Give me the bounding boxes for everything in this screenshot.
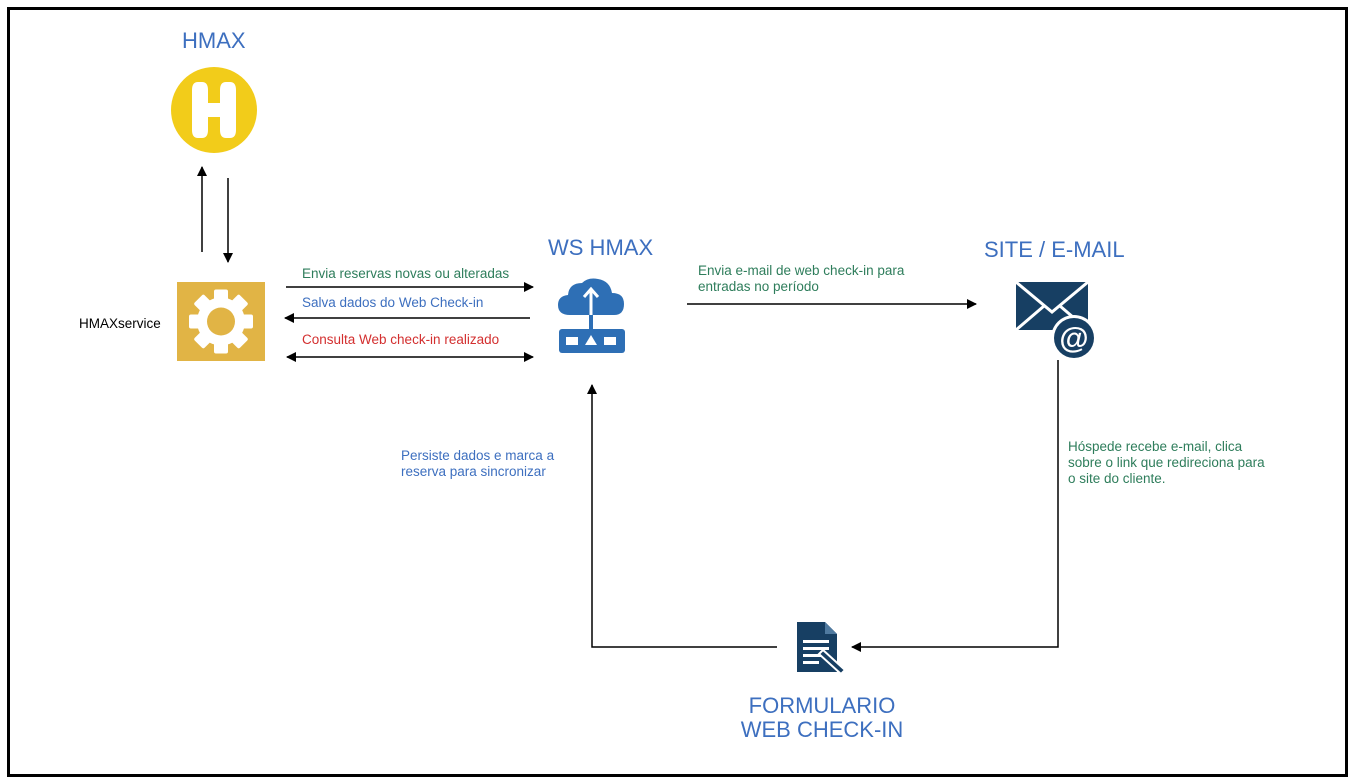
edge-label-envia-email: Envia e-mail de web check-in para entrad… bbox=[698, 263, 904, 295]
edge-label-salva-dados: Salva dados do Web Check-in bbox=[302, 295, 484, 310]
formulario-title-line2: WEB CHECK-IN bbox=[740, 717, 904, 742]
ws-hmax-title: WS HMAX bbox=[548, 235, 654, 260]
edge-label-persiste: Persiste dados e marca a reserva para si… bbox=[401, 448, 554, 480]
hmaxservice-label: HMAXservice bbox=[79, 316, 161, 331]
edge-label-consulta-web: Consulta Web check-in realizado bbox=[302, 332, 500, 347]
edge-label-hospede: Hóspede recebe e-mail, clica sobre o lin… bbox=[1068, 439, 1265, 487]
hmax-title: HMAX bbox=[182, 28, 246, 53]
email-at-icon: @ bbox=[1016, 282, 1097, 360]
edge-label-hospede-line1: Hóspede recebe e-mail, clica bbox=[1068, 439, 1243, 454]
edge-label-hospede-line2: sobre o link que redireciona para bbox=[1068, 455, 1265, 470]
edge-label-envia-email-line2: entradas no período bbox=[698, 279, 819, 294]
site-email-title: SITE / E-MAIL bbox=[984, 237, 1125, 262]
arrow-site-to-form bbox=[851, 360, 1059, 652]
formulario-title: FORMULARIO WEB CHECK-IN bbox=[738, 694, 906, 742]
edge-label-persiste-line1: Persiste dados e marca a bbox=[401, 448, 555, 463]
arrow-form-to-ws bbox=[587, 384, 777, 648]
svg-text:@: @ bbox=[1059, 322, 1088, 355]
document-form-icon bbox=[797, 622, 847, 674]
edge-label-envia-reservas: Envia reservas novas ou alteradas bbox=[302, 266, 510, 281]
cloud-server-icon bbox=[558, 278, 625, 353]
gear-icon bbox=[177, 282, 265, 361]
edge-label-envia-email-line1: Envia e-mail de web check-in para bbox=[698, 263, 905, 278]
formulario-title-line1: FORMULARIO bbox=[748, 693, 896, 718]
edge-label-persiste-line2: reserva para sincronizar bbox=[401, 464, 546, 479]
edge-label-hospede-line3: o site do cliente. bbox=[1068, 471, 1166, 486]
hmax-logo-icon bbox=[171, 67, 257, 153]
